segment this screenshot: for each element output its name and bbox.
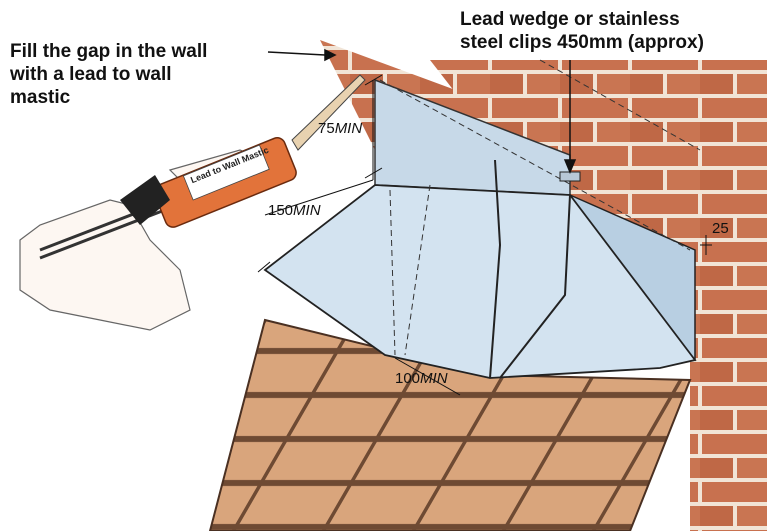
clips-callout-line-2: steel clips 450mm (approx) bbox=[460, 32, 704, 53]
callout-leaders bbox=[267, 48, 577, 174]
clips-callout-line-1: Lead wedge or stainless bbox=[460, 9, 680, 30]
mastic-callout: Fill the gap in the wall with a lead to … bbox=[10, 40, 207, 109]
clips-callout: Lead wedge or stainless steel clips 450m… bbox=[460, 8, 704, 54]
lap-dimension: 100MIN bbox=[395, 370, 448, 387]
cover-dimension: 150MIN bbox=[268, 202, 321, 219]
lead-flashing bbox=[263, 59, 701, 379]
mastic-gun bbox=[19, 74, 366, 331]
mastic-callout-line-2: with a lead to wall bbox=[10, 64, 172, 85]
upstand-dimension: 75MIN bbox=[318, 120, 363, 137]
mastic-callout-line-3: mastic bbox=[10, 87, 71, 108]
mastic-callout-line-1: Fill the gap in the wall bbox=[10, 41, 208, 62]
chase-depth-dimension: 25 bbox=[712, 220, 729, 237]
dimension-lines bbox=[257, 74, 712, 396]
